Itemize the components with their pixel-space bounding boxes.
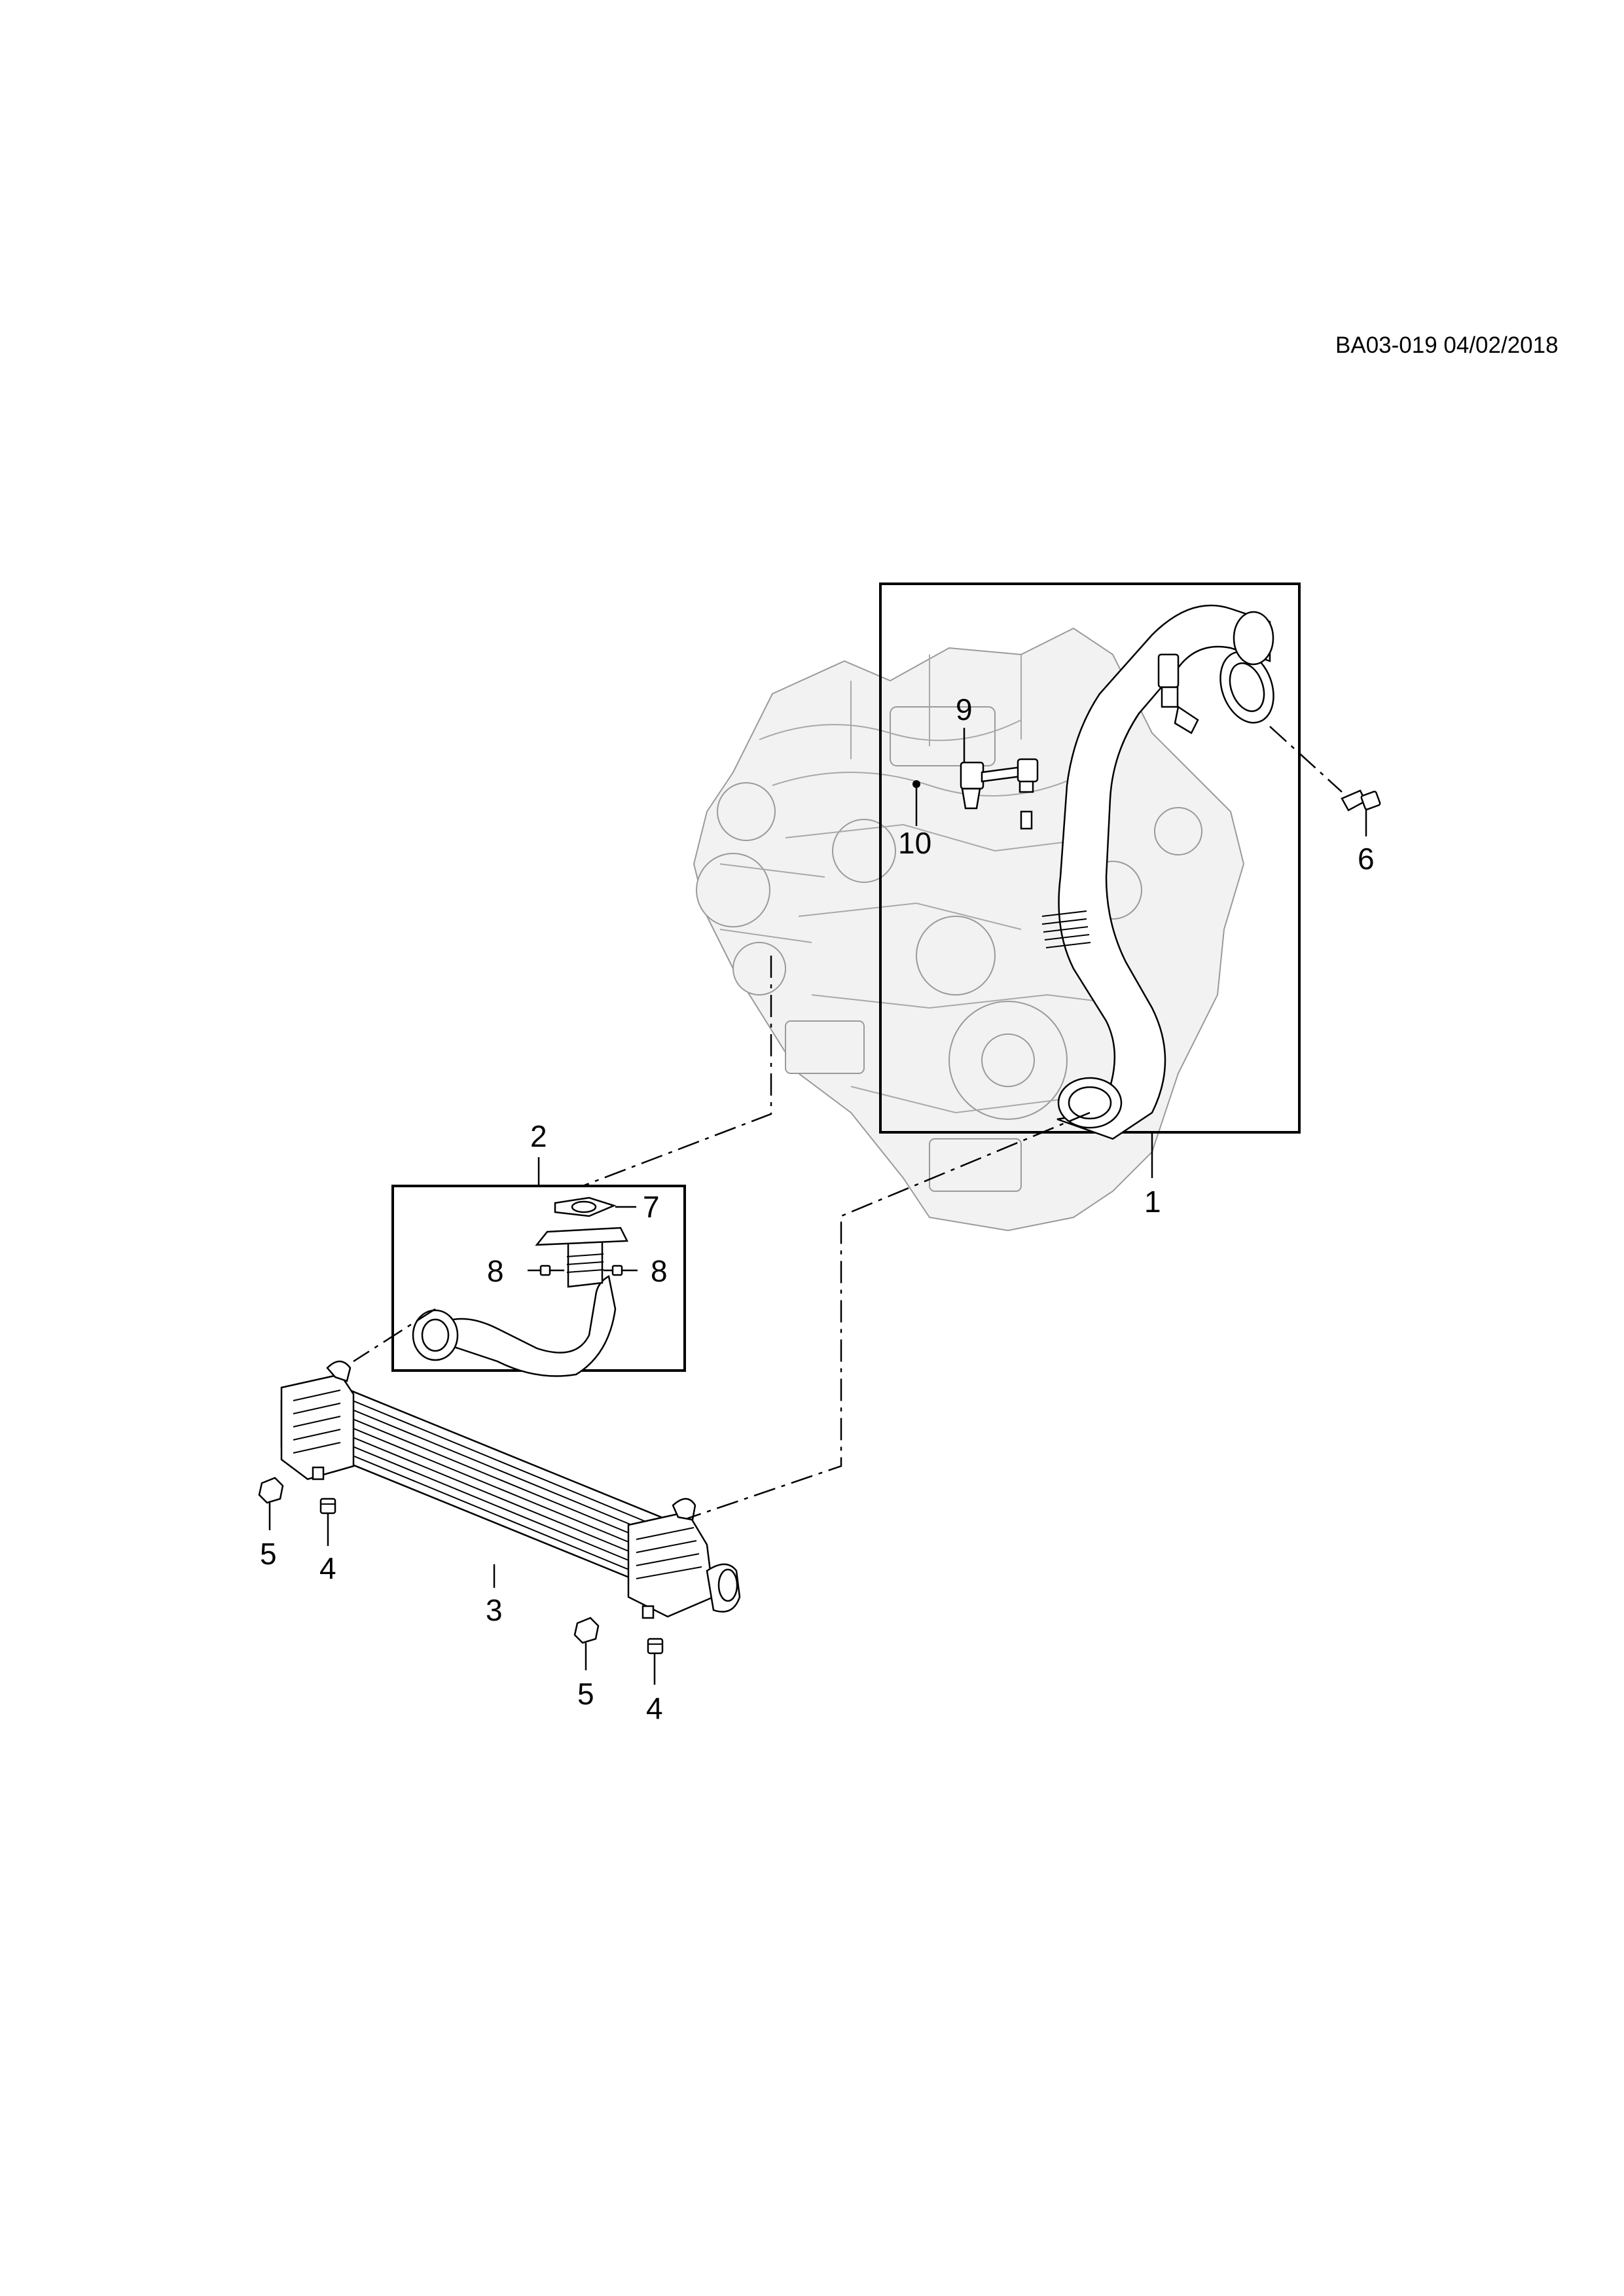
callout-7: 7 [643,1190,660,1224]
document-reference: BA03-019 04/02/2018 [1335,332,1559,358]
upper-pipe-group-frame [879,583,1301,1134]
grommet-4-right [647,1638,664,1655]
callout-4-right: 4 [646,1691,663,1725]
callout-8-left: 8 [487,1254,504,1288]
callout-1: 1 [1144,1185,1161,1219]
charge-air-cooler [280,1360,741,1619]
bolt-6 [1341,789,1381,812]
nut-5-right [573,1617,600,1644]
callout-4-left: 4 [319,1551,336,1585]
bolt-8-right [604,1265,623,1276]
callout-3: 3 [486,1593,503,1627]
connection-line-cooler-inlet [353,1308,436,1363]
charge-air-pipe-lower [412,1196,628,1377]
connection-line-bolt-6 [1269,726,1343,793]
callout-5-left: 5 [260,1537,277,1571]
bolt-8-left [539,1265,564,1276]
bracket-clip [960,758,1039,810]
nut-5-left [258,1477,284,1504]
charge-air-pipe-upper [1019,604,1274,1140]
callout-9: 9 [956,692,973,726]
callout-5-right: 5 [577,1677,594,1711]
callout-6: 6 [1358,842,1375,876]
grommet-4-left [319,1498,336,1515]
connection-line-upper-pipe [687,1111,1091,1520]
connection-line-lower-pipe [582,956,772,1187]
callout-2: 2 [530,1119,547,1153]
callout-8-right: 8 [651,1254,668,1288]
callout-10: 10 [898,826,931,860]
